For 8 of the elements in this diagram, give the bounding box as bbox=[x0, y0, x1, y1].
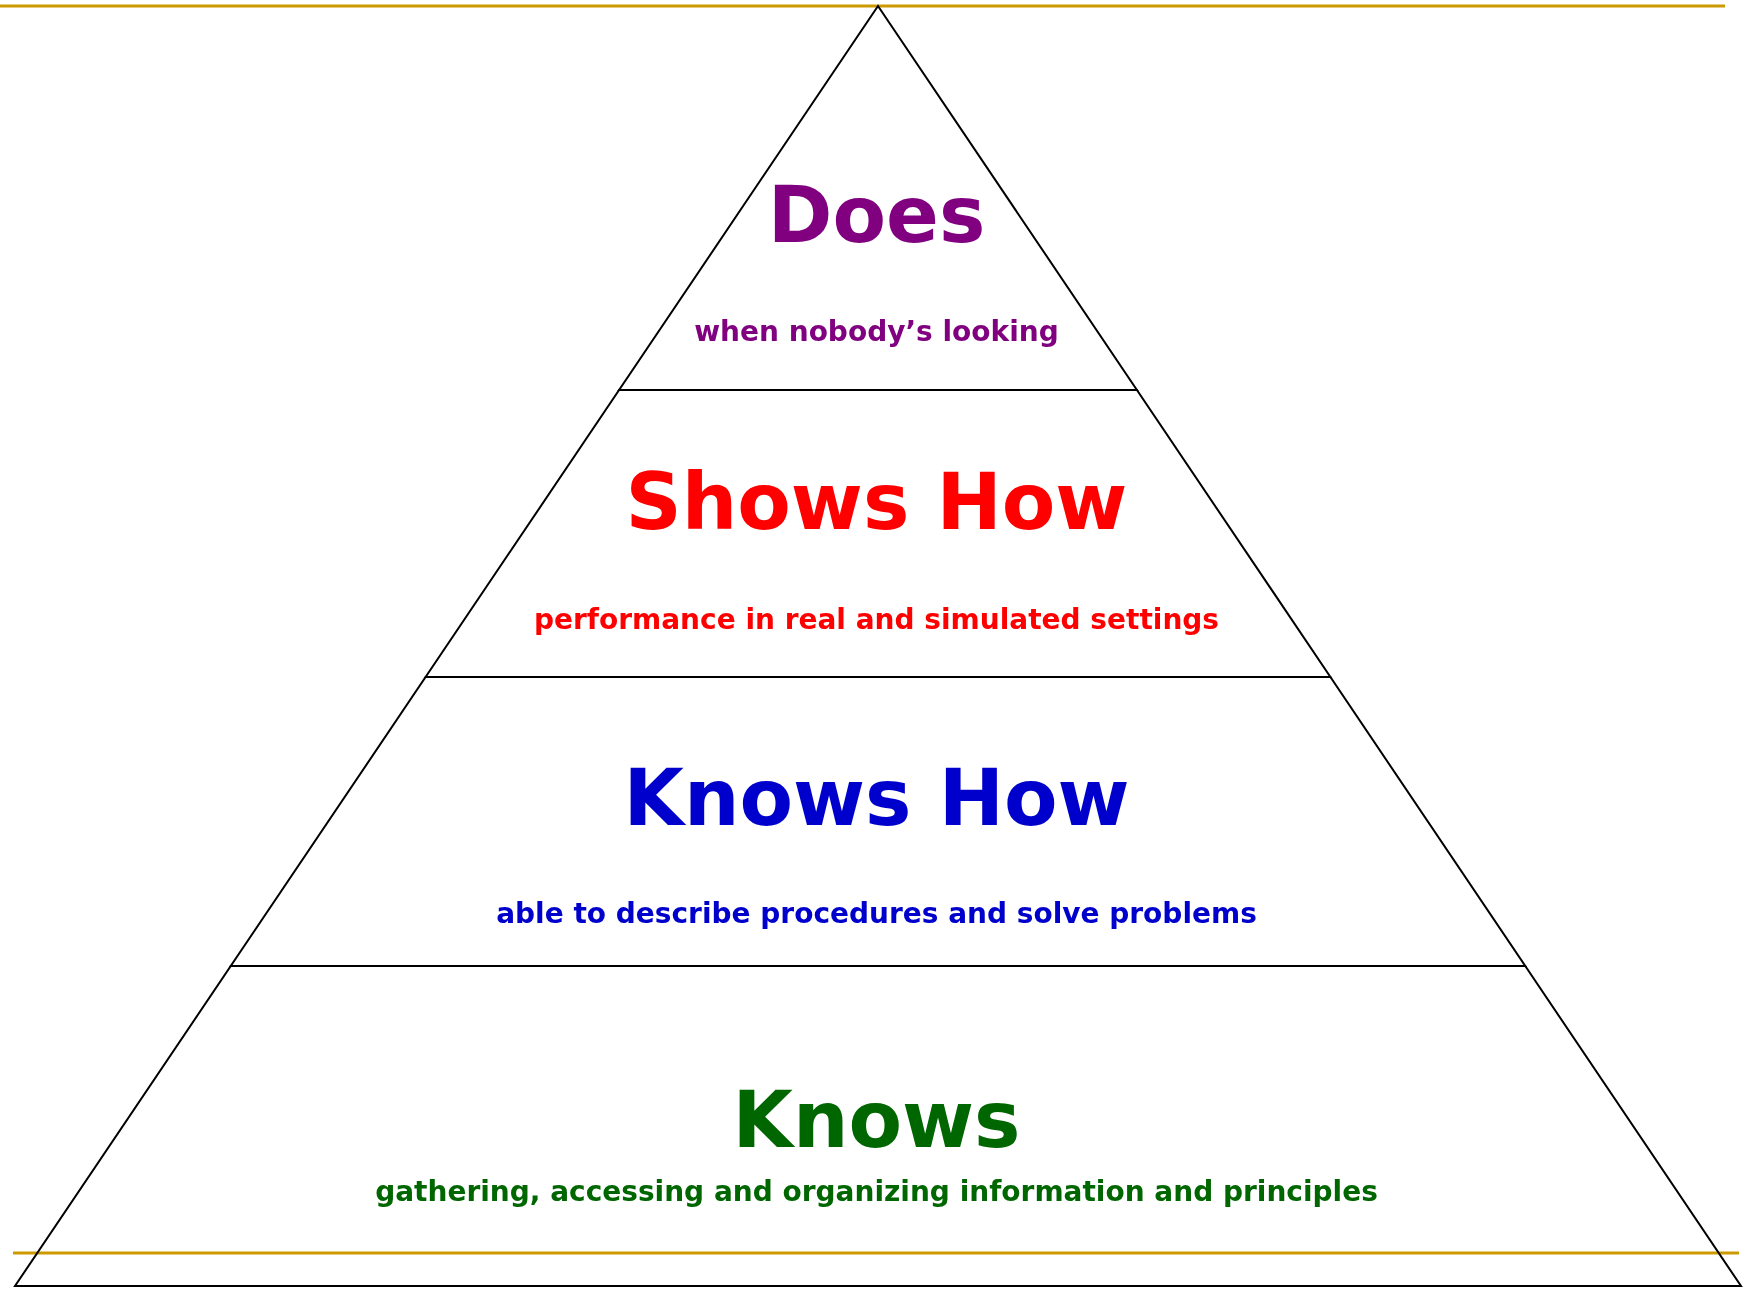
tier-heading: Knows bbox=[732, 1074, 1021, 1168]
tier-heading: Does bbox=[767, 169, 986, 263]
tier-heading: Shows How bbox=[625, 456, 1128, 550]
tier-description: performance in real and simulated settings bbox=[534, 603, 1219, 637]
tier-description: gathering, accessing and organizing information and principles bbox=[375, 1175, 1378, 1209]
tier-heading: Knows How bbox=[623, 752, 1130, 846]
tier-description: able to describe procedures and solve problems bbox=[496, 897, 1257, 931]
tier-description: when nobody’s looking bbox=[694, 315, 1059, 349]
